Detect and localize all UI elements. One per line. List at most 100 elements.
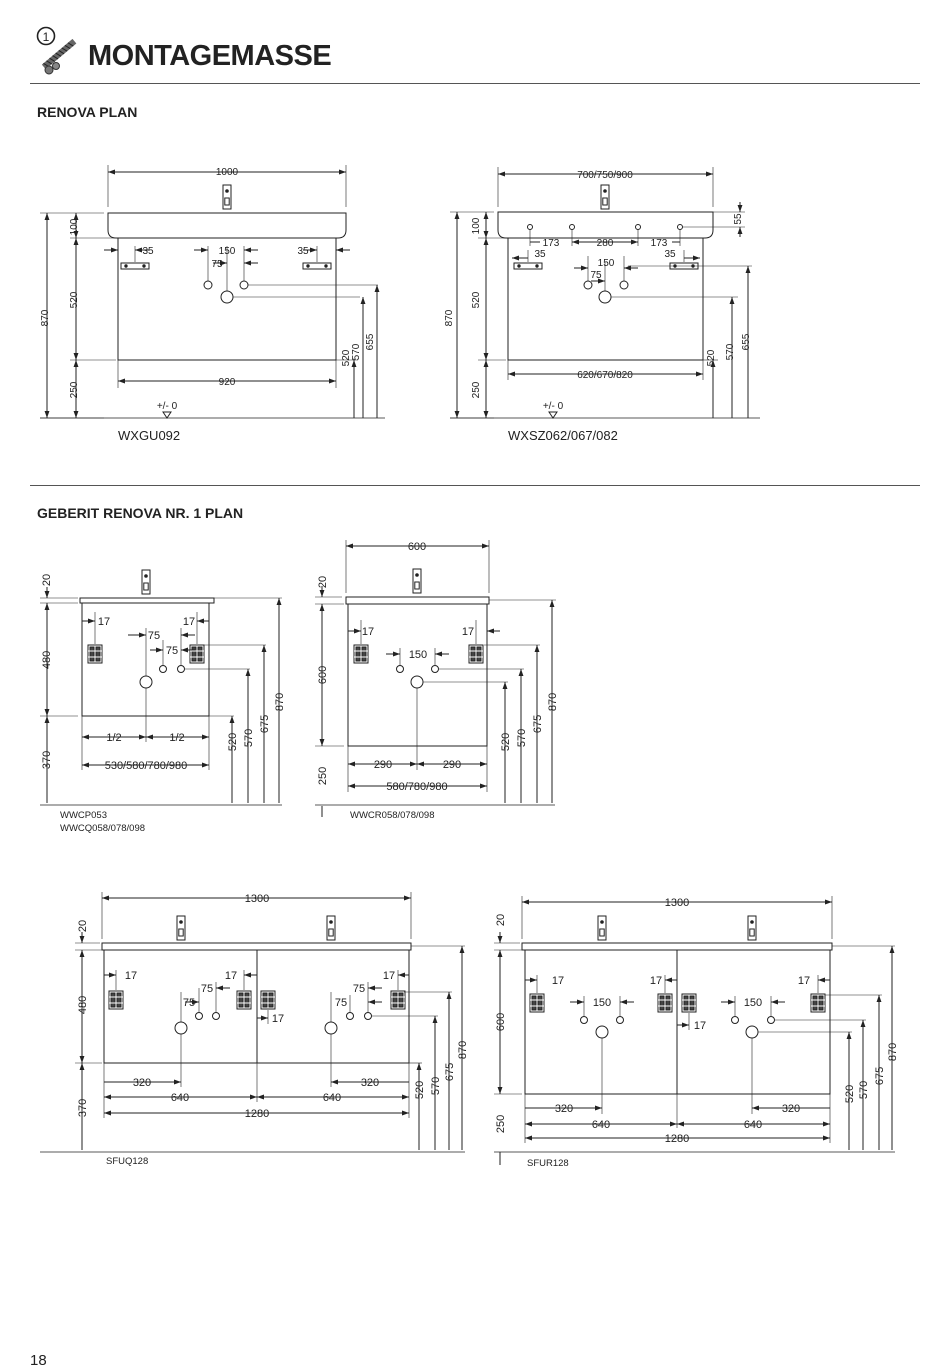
drawing-wwcp053 (40, 569, 282, 806)
dim-label: 570 (516, 729, 528, 747)
dim-label: 20 (41, 574, 53, 586)
dim-label: 655 (741, 333, 752, 350)
model-code: WXSZ062/067/082 (508, 428, 618, 443)
dim-label: 150 (598, 258, 615, 269)
dim-label: 520 (844, 1085, 856, 1103)
dim-label: 570 (430, 1077, 442, 1095)
dim-label: 320 (555, 1103, 573, 1115)
dim-label: 35 (142, 246, 154, 257)
dim-label: 17 (462, 626, 474, 638)
dim-label: 150 (219, 246, 236, 257)
dim-label: 1000 (216, 167, 239, 178)
dim-label: 520 (69, 291, 80, 308)
dim-label: 870 (887, 1043, 899, 1061)
dim-label: 370 (77, 1099, 89, 1117)
section-title-renova-plan: RENOVA PLAN (37, 104, 138, 120)
dim-label: 320 (361, 1077, 379, 1089)
level-label: +/- 0 (543, 401, 564, 412)
dim-label: 320 (133, 1077, 151, 1089)
model-code: WWCP053 (60, 810, 107, 821)
section-title-renova-nr1: GEBERIT RENOVA NR. 1 PLAN (37, 505, 244, 521)
dim-label: 100 (69, 218, 80, 235)
dim-label: 870 (444, 309, 455, 326)
model-code: SFUR128 (527, 1158, 569, 1169)
dim-label: 1/2 (169, 732, 184, 744)
dim-label: 920 (219, 377, 236, 388)
dim-label: 520 (227, 733, 239, 751)
dim-label: 17 (552, 975, 564, 987)
dim-label: 570 (351, 343, 362, 360)
dim-label: 870 (457, 1041, 469, 1059)
dim-label: 150 (409, 649, 427, 661)
drawing-wwcr (315, 540, 556, 817)
dim-label: 600 (317, 666, 329, 684)
wall-anchor-screw-icon: 1 (36, 26, 77, 75)
dim-label: 1300 (245, 893, 269, 905)
dim-label: 250 (495, 1115, 507, 1133)
dim-label: 290 (443, 759, 461, 771)
dim-label: 100 (471, 217, 482, 234)
dim-label: 570 (725, 343, 736, 360)
dim-label: 675 (444, 1063, 456, 1081)
dim-label: 675 (874, 1067, 886, 1085)
dim-label: 17 (798, 975, 810, 987)
dim-label: 640 (744, 1119, 762, 1131)
dim-label: 75 (201, 983, 213, 995)
dim-label: 675 (259, 715, 271, 733)
section-divider (30, 485, 920, 486)
dim-label: 870 (274, 693, 286, 711)
dim-label: 370 (41, 751, 53, 769)
dim-label: 17 (383, 970, 395, 982)
dim-label: 320 (782, 1103, 800, 1115)
dim-label: 35 (664, 249, 676, 260)
drawing-wxsz (450, 167, 760, 419)
dim-label: 570 (243, 729, 255, 747)
dim-label: 700/750/900 (577, 170, 633, 181)
dim-label: 1/2 (106, 732, 121, 744)
dim-label: 75 (335, 997, 347, 1009)
dim-label: 250 (471, 381, 482, 398)
dim-label: 17 (225, 970, 237, 982)
dim-label: 17 (183, 616, 195, 628)
dim-label: 640 (592, 1119, 610, 1131)
dim-label: 75 (211, 259, 223, 270)
dim-label: 17 (362, 626, 374, 638)
dim-label: 35 (534, 249, 546, 260)
dim-label: 1280 (245, 1108, 269, 1120)
dim-label: 20 (317, 576, 329, 588)
dim-label: 570 (858, 1081, 870, 1099)
dim-label: 75 (148, 630, 160, 642)
dim-label: 75 (183, 997, 195, 1009)
dim-label: 520 (414, 1081, 426, 1099)
dim-label: 675 (532, 715, 544, 733)
level-label: +/- 0 (157, 401, 178, 412)
dim-label: 17 (272, 1013, 284, 1025)
dim-label: 20 (495, 914, 507, 926)
dim-label: 150 (593, 997, 611, 1009)
dim-label: 870 (40, 309, 51, 326)
dim-label: 250 (317, 767, 329, 785)
dim-label: 655 (365, 333, 376, 350)
model-code: SFUQ128 (106, 1156, 148, 1167)
dim-label: 55 (733, 213, 744, 225)
dim-label: 17 (125, 970, 137, 982)
dim-label: 520 (341, 349, 352, 366)
dim-label: 480 (41, 651, 53, 669)
dim-label: 75 (590, 270, 602, 281)
model-code: WWCR058/078/098 (350, 810, 434, 821)
dim-label: 620/670/820 (577, 370, 633, 381)
dim-label: 640 (171, 1092, 189, 1104)
dim-label: 150 (744, 997, 762, 1009)
header-rule (30, 83, 920, 84)
model-code: WXGU092 (118, 428, 180, 443)
dim-label: 480 (77, 996, 89, 1014)
dim-label: 290 (374, 759, 392, 771)
dim-label: 520 (471, 291, 482, 308)
drawing-wxgu092 (40, 165, 385, 419)
dim-label: 600 (495, 1013, 507, 1031)
page-number: 18 (30, 1352, 47, 1369)
svg-text:1: 1 (43, 30, 50, 44)
dim-label: 520 (706, 349, 717, 366)
dim-label: 530/580/780/980 (105, 760, 188, 772)
drawing-sfur128 (494, 896, 895, 1165)
